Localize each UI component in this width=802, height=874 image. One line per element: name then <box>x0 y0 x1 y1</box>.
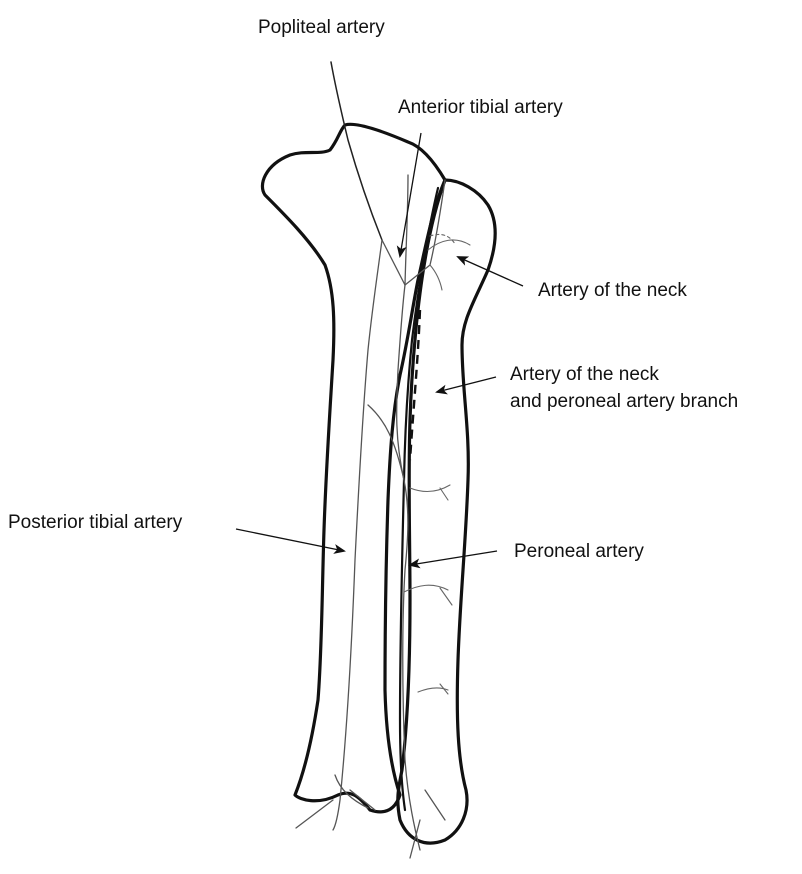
neck-artery-branch-1 <box>428 240 470 250</box>
distal-fibula-branch-2 <box>425 790 445 820</box>
distal-tibia-branch-2 <box>296 800 333 828</box>
tibia-outline <box>262 124 445 812</box>
label-anterior-tibial-artery: Anterior tibial artery <box>398 97 563 118</box>
arrow-artery-neck-peroneal <box>437 377 496 392</box>
neck-artery-branch-2 <box>430 234 455 244</box>
label-posterior-tibial-artery: Posterior tibial artery <box>8 512 183 533</box>
anterior-tibial-artery-guide <box>405 175 408 285</box>
label-artery-of-neck: Artery of the neck <box>538 280 687 301</box>
fibula-branch-1b <box>440 488 448 500</box>
fibula-branch-1 <box>410 485 450 492</box>
arrow-posterior-tibial <box>236 529 344 551</box>
neck-artery-branch-3 <box>430 265 442 290</box>
fibula-branch-2b <box>440 588 452 605</box>
label-artery-neck-peroneal-line2: and peroneal artery branch <box>510 391 738 412</box>
label-artery-neck-peroneal-line1: Artery of the neck <box>510 364 659 385</box>
arrow-peroneal <box>410 551 497 565</box>
arrow-anterior-tibial <box>400 133 421 256</box>
label-popliteal-artery: Popliteal artery <box>258 17 385 38</box>
posterior-tibial-artery-line <box>333 240 382 830</box>
popliteal-artery-line <box>331 62 382 240</box>
label-peroneal-artery: Peroneal artery <box>514 541 644 562</box>
